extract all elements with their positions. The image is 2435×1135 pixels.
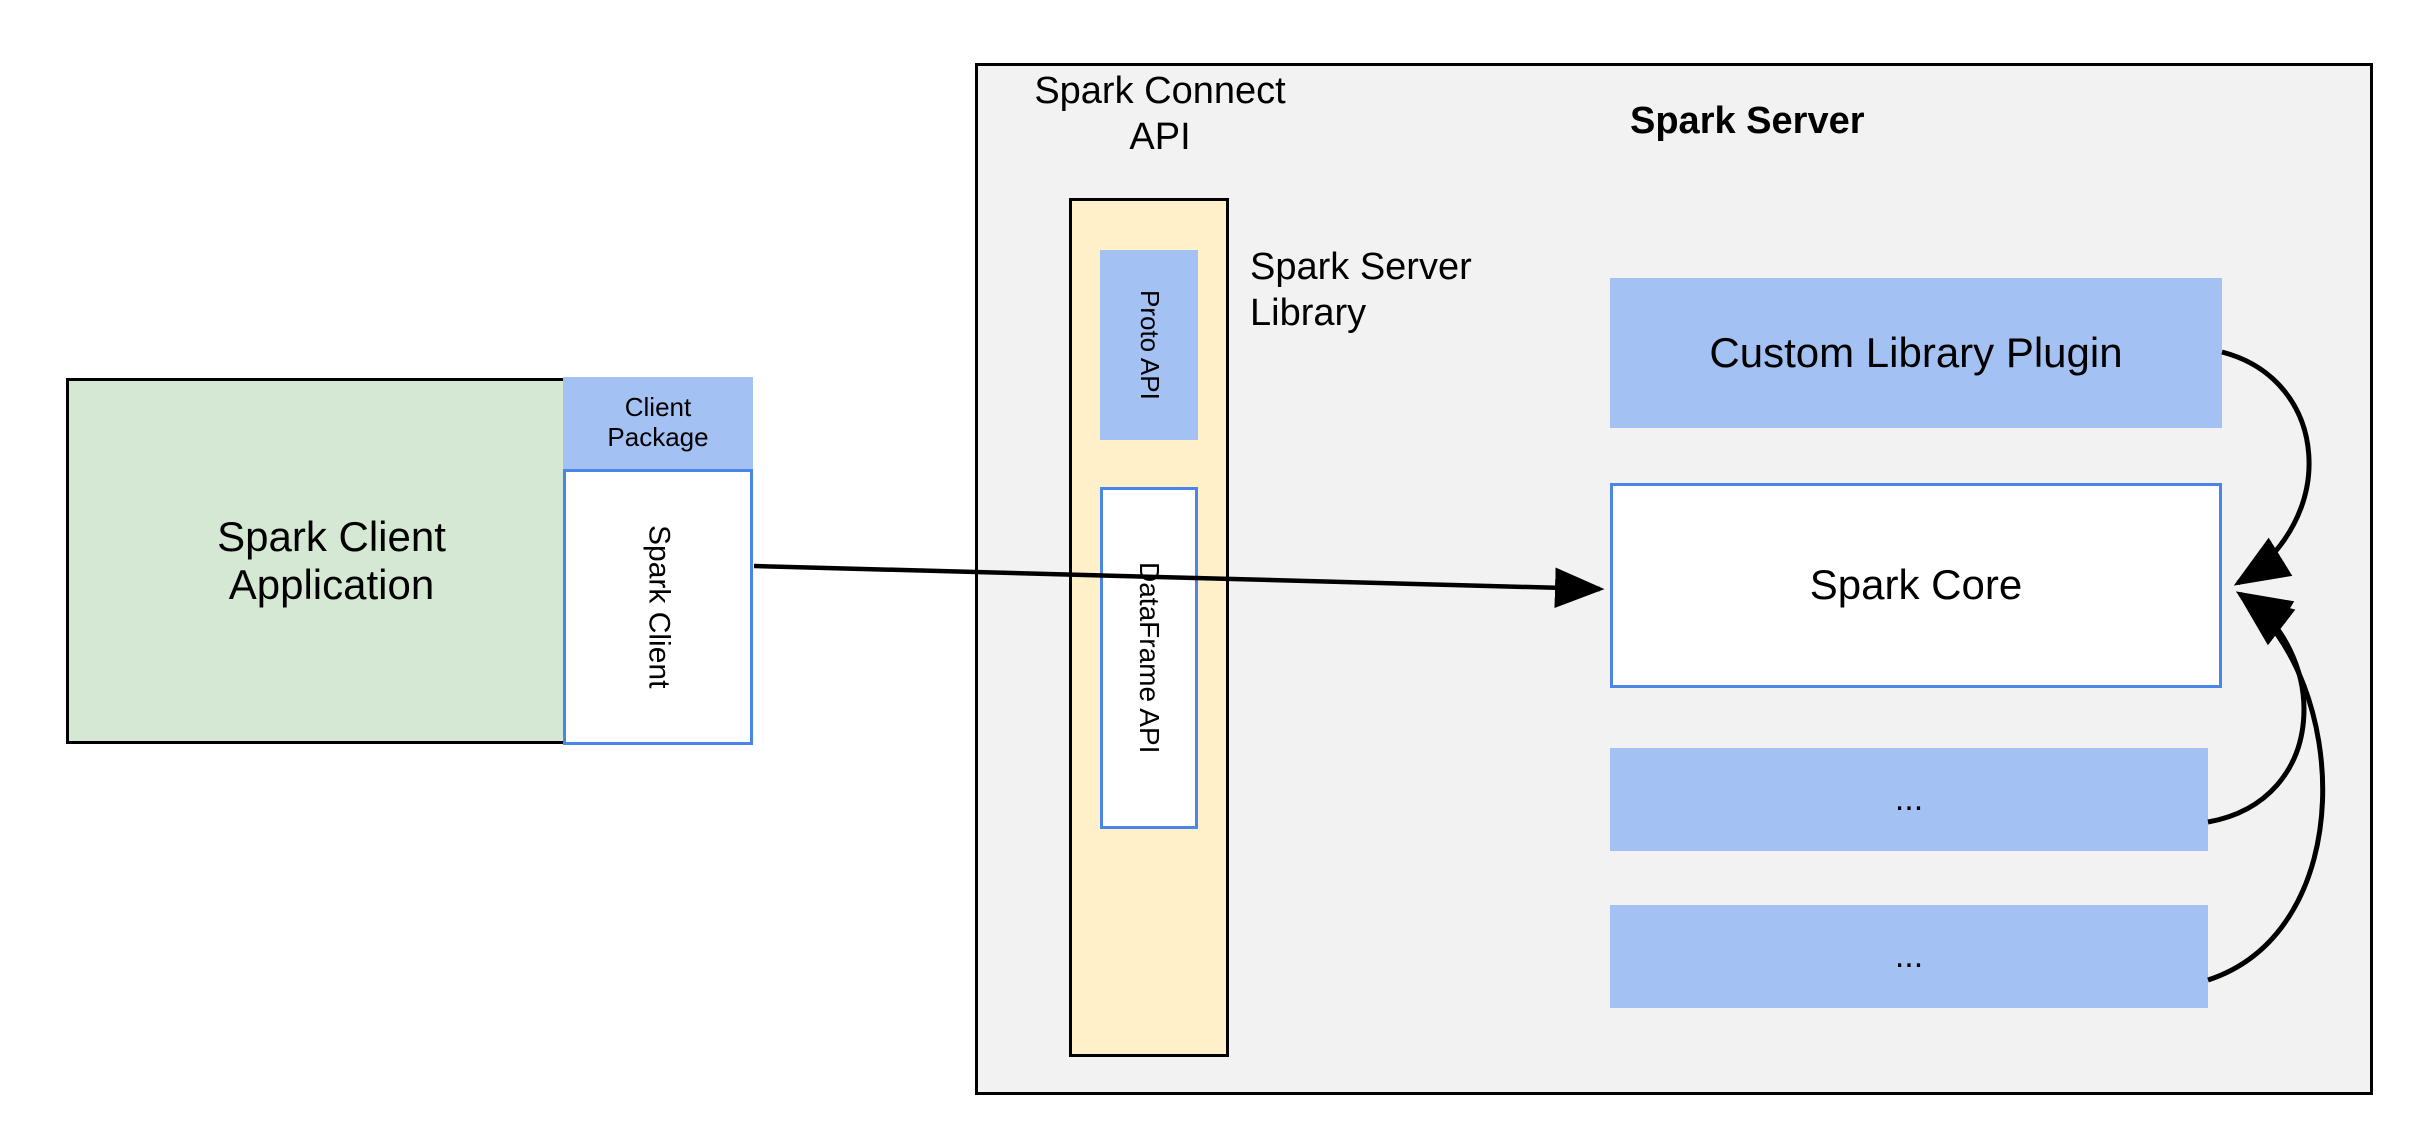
dataframe-api-box[interactable]: DataFrame API (1100, 487, 1198, 829)
additional-plugin-box-2[interactable]: ... (1610, 905, 2208, 1008)
spark-server-library-label: Spark Server Library (1250, 246, 1472, 335)
dataframe-api-label: DataFrame API (1134, 562, 1166, 754)
spark-client-label: Spark Client (642, 525, 676, 689)
spark-server-title: Spark Server (1630, 100, 1865, 142)
custom-library-plugin-label: Custom Library Plugin (1709, 328, 2123, 376)
spark-core-box[interactable]: Spark Core (1610, 483, 2222, 688)
spark-client-box[interactable]: Spark Client (563, 469, 753, 745)
additional-plugin-box-1[interactable]: ... (1610, 748, 2208, 851)
spark-client-application-box[interactable]: Spark Client Application (66, 378, 597, 744)
additional-plugin-label-2: ... (1894, 936, 1924, 975)
client-package-box[interactable]: Client Package (563, 377, 753, 469)
additional-plugin-label-1: ... (1894, 779, 1924, 818)
client-package-label: Client Package (607, 392, 709, 452)
custom-library-plugin-box[interactable]: Custom Library Plugin (1610, 278, 2222, 428)
spark-client-application-label: Spark Client Application (217, 512, 446, 608)
spark-connect-api-label: Spark Connect API (1034, 70, 1286, 159)
proto-api-box[interactable]: Proto API (1100, 250, 1198, 440)
proto-api-label: Proto API (1134, 290, 1165, 400)
spark-core-label: Spark Core (1809, 561, 2023, 609)
